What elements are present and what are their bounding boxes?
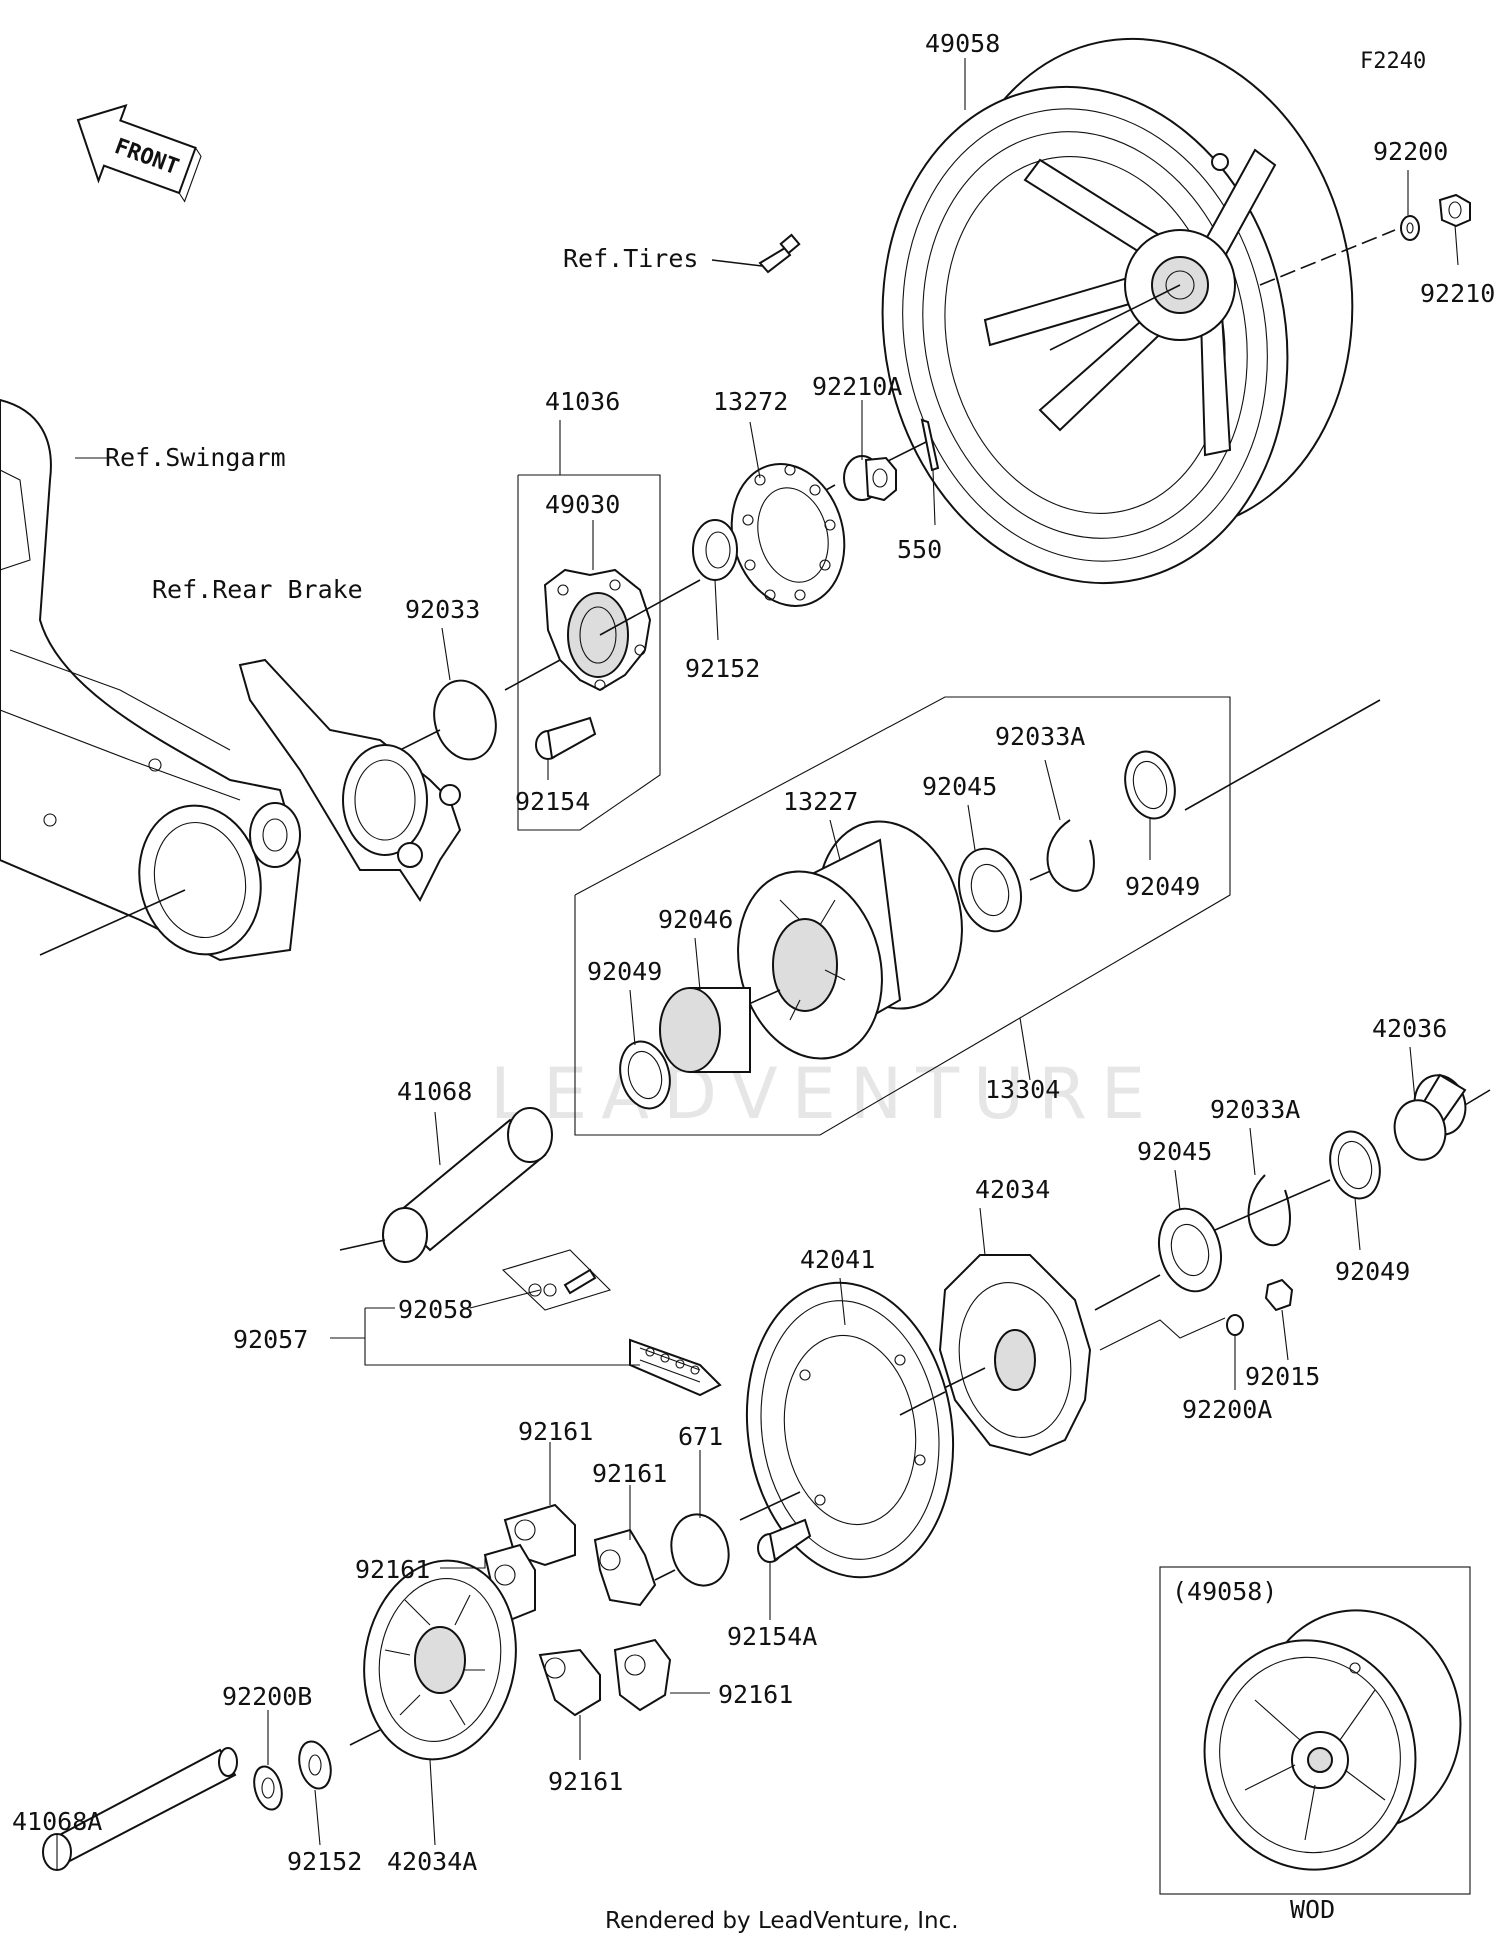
rear-brake-bracket	[238, 658, 462, 902]
sprocket-42041	[745, 1281, 955, 1579]
label-92049-low: 92049	[1335, 1257, 1410, 1286]
damper-92161-e	[613, 1638, 672, 1712]
leader-lines	[56, 58, 1459, 1870]
label-41068A: 41068A	[12, 1807, 102, 1836]
label-92161-c: 92161	[355, 1555, 430, 1584]
bolt-92154	[535, 716, 597, 760]
ref-tires-label: Ref.Tires	[563, 244, 698, 273]
drive-chain-92057	[629, 1338, 722, 1397]
footer-credit: Rendered by LeadVenture, Inc.	[605, 1908, 959, 1934]
label-41068: 41068	[397, 1077, 472, 1106]
coupling-flange-49030	[543, 568, 652, 692]
nut-92210	[1438, 193, 1471, 228]
label-92033: 92033	[405, 595, 480, 624]
collar-42036	[1393, 1073, 1467, 1161]
circlip-92033	[433, 679, 497, 761]
label-92033A-top: 92033A	[995, 722, 1085, 751]
o-ring-671	[670, 1513, 730, 1587]
ref-rear-brake-label: Ref.Rear Brake	[152, 575, 363, 604]
sensor-rotor-13272	[730, 463, 846, 607]
inset-caption: WOD	[1290, 1895, 1335, 1924]
label-42041: 42041	[800, 1245, 875, 1274]
label-92200B: 92200B	[222, 1682, 312, 1711]
washer-92200B	[253, 1765, 283, 1811]
circlip-92033A-low	[1247, 1174, 1291, 1247]
seal-92049-top	[1124, 750, 1176, 820]
front-arrow-icon: FRONT	[76, 103, 202, 203]
sprocket-carrier-42034	[938, 1254, 1092, 1457]
chain-joint-92058	[501, 1249, 612, 1311]
label-13304: 13304	[985, 1075, 1060, 1104]
bearing-92045-top	[958, 847, 1022, 933]
collar-92152-low	[298, 1740, 332, 1790]
label-92210: 92210	[1420, 279, 1495, 308]
label-49058: 49058	[925, 29, 1000, 58]
needle-bearing-92046	[659, 987, 751, 1073]
nut-92210A	[843, 455, 897, 502]
label-92045-low: 92045	[1137, 1137, 1212, 1166]
label-92049-top: 92049	[1125, 872, 1200, 901]
label-13272: 13272	[713, 387, 788, 416]
bearing-92045-low	[1158, 1207, 1222, 1293]
damper-92161-b	[593, 1528, 657, 1607]
label-92210A: 92210A	[812, 372, 902, 401]
rear-wheel	[881, 37, 1354, 585]
label-92015: 92015	[1245, 1362, 1320, 1391]
swingarm	[0, 398, 302, 962]
label-42034A: 42034A	[387, 1847, 477, 1876]
label-671: 671	[678, 1422, 723, 1451]
label-92033A-low: 92033A	[1210, 1095, 1300, 1124]
label-92154: 92154	[515, 787, 590, 816]
label-92161-b: 92161	[592, 1459, 667, 1488]
inset-wheel-variant	[1159, 1566, 1471, 1895]
washer-92200	[1400, 215, 1420, 241]
inset-title: (49058)	[1172, 1577, 1277, 1606]
bolt-92154A	[757, 1518, 812, 1563]
label-41036: 41036	[545, 387, 620, 416]
label-550: 550	[897, 535, 942, 564]
ref-swingarm-label: Ref.Swingarm	[105, 443, 286, 472]
figure-code: F2240	[1360, 49, 1426, 74]
label-92161-e: 92161	[548, 1767, 623, 1796]
label-49030: 49030	[545, 490, 620, 519]
label-42036: 42036	[1372, 1014, 1447, 1043]
label-42034: 42034	[975, 1175, 1050, 1204]
label-92154A: 92154A	[727, 1622, 817, 1651]
damper-92161-d	[538, 1648, 601, 1717]
cotter-pin-550	[920, 418, 940, 472]
label-13227: 13227	[783, 787, 858, 816]
label-92049-mid: 92049	[587, 957, 662, 986]
circlip-92033A-top	[1046, 819, 1095, 892]
hub-13227	[737, 820, 963, 1060]
label-92161-d: 92161	[718, 1680, 793, 1709]
label-92200A: 92200A	[1182, 1395, 1272, 1424]
label-92045-top: 92045	[922, 772, 997, 801]
label-92058: 92058	[398, 1295, 473, 1324]
label-92152-low: 92152	[287, 1847, 362, 1876]
tire-valve	[711, 233, 801, 274]
axle-41068A	[42, 1747, 238, 1871]
label-92057: 92057	[233, 1325, 308, 1354]
washer-92200A	[1226, 1314, 1244, 1336]
label-92152-top: 92152	[685, 654, 760, 683]
axle-41068	[382, 1107, 553, 1263]
seal-92049-mid	[619, 1040, 671, 1110]
label-92046: 92046	[658, 905, 733, 934]
nut-92015	[1264, 1278, 1294, 1312]
label-92200: 92200	[1373, 137, 1448, 166]
coupling-42034A	[363, 1559, 517, 1761]
seal-92049-low	[1329, 1130, 1381, 1200]
watermark: LEADVENTURE	[490, 1053, 1159, 1135]
label-92161-a: 92161	[518, 1417, 593, 1446]
